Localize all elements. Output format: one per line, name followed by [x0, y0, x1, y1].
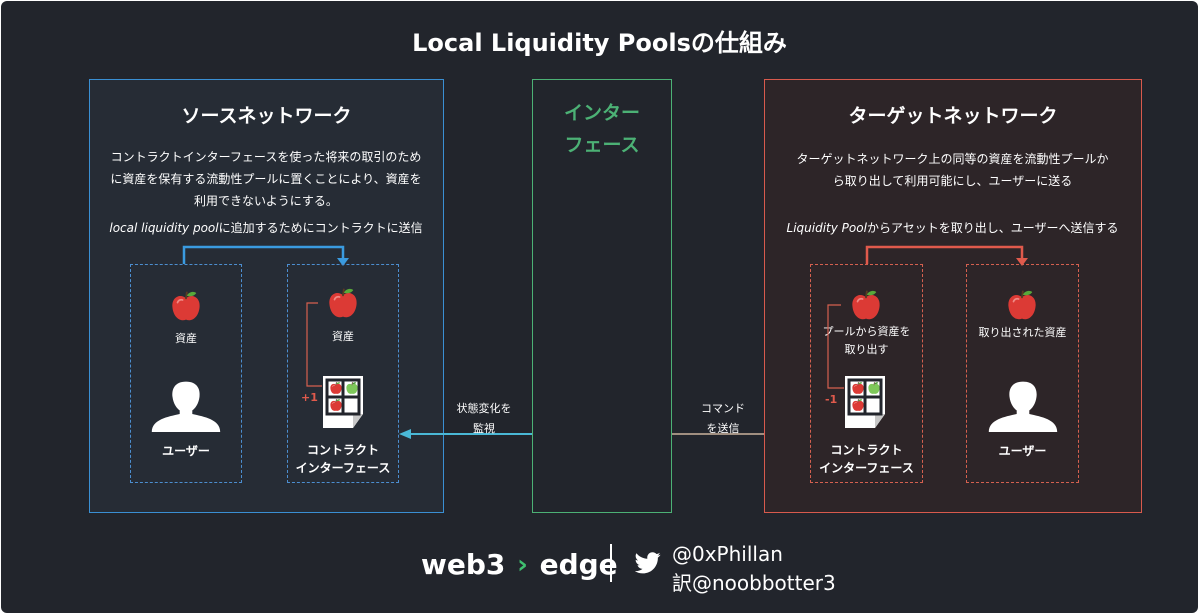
minus-one-badge: -1	[825, 393, 838, 406]
command-label-line: を送信	[706, 422, 740, 435]
interface-title-line: インター	[563, 102, 640, 124]
target-user-box: 取り出された資産 ユーザー	[966, 264, 1079, 483]
user-icon	[987, 375, 1059, 435]
target-desc-line: ターゲットネットワーク上の同等の資産を流動性プールか	[796, 152, 1109, 166]
source-contract-box: 資産 +1 コントラクト インターフェース	[287, 264, 399, 483]
contract-label-line: コントラクト	[830, 443, 903, 457]
target-send-arrow	[865, 245, 1028, 266]
source-user-box: 資産 ユーザー	[130, 264, 242, 483]
target-send-rest: からアセットを取り出し、ユーザーへ送信する	[866, 221, 1119, 235]
contract-interface-label: コントラクト インターフェース	[288, 441, 398, 477]
target-panel-title: ターゲットネットワーク	[848, 105, 1058, 127]
withdraw-connector	[827, 304, 844, 389]
source-panel-title: ソースネットワーク	[181, 105, 352, 127]
footer-divider	[610, 544, 612, 582]
monitor-label-line: 状態変化を	[456, 402, 512, 415]
plus-one-badge: +1	[301, 391, 318, 404]
command-label-line: コマンド	[701, 402, 745, 415]
contract-interface-label: コントラクト インターフェース	[811, 441, 922, 477]
contract-label-line: インターフェース	[295, 461, 391, 475]
taken-asset-label: 取り出された資産	[978, 326, 1067, 339]
apple-icon	[1005, 288, 1039, 322]
target-send-caption: Liquidity Poolからアセットを取り出し、ユーザーへ送信する	[765, 217, 1140, 239]
monitor-label: 状態変化を 監視	[439, 399, 529, 439]
pull-from-pool-label: プールから資産を 取り出す	[811, 323, 922, 359]
source-send-italic: local liquidity pool	[109, 221, 219, 235]
contract-icon	[841, 374, 889, 430]
contract-label-line: インターフェース	[819, 461, 914, 475]
target-send-italic: Liquidity Pool	[786, 221, 867, 235]
brand-right: edge	[539, 548, 618, 581]
source-desc-line: コントラクトインターフェースを使った将来の取引のため	[110, 150, 422, 164]
author-handle: @0xPhillan	[672, 542, 783, 566]
target-desc-line: ら取り出して利用可能にし、ユーザーに送る	[832, 174, 1073, 188]
user-label: ユーザー	[162, 444, 210, 458]
monitor-arrowhead	[399, 429, 411, 439]
chevron-right-icon: ›	[517, 550, 528, 580]
monitor-label-line: 監視	[473, 422, 495, 435]
target-contract-box: プールから資産を 取り出す -1 コントラクト インターフェース	[810, 264, 923, 483]
page-title: Local Liquidity Poolsの仕組み	[412, 29, 787, 57]
source-desc-line: 利用できないようにする。	[194, 194, 338, 208]
target-description: ターゲットネットワーク上の同等の資産を流動性プールか ら取り出して利用可能にし、…	[765, 148, 1140, 192]
apple-icon	[851, 398, 865, 412]
pull-label-line: プールから資産を	[822, 325, 911, 338]
source-desc-line: に資産を保有する流動性プールに置くことにより、資産を	[110, 172, 422, 186]
source-network-panel: ソースネットワーク コントラクトインターフェースを使った将来の取引のため に資産…	[89, 79, 444, 513]
target-network-panel: ターゲットネットワーク ターゲットネットワーク上の同等の資産を流動性プールか ら…	[764, 79, 1142, 513]
command-label: コマンド を送信	[678, 399, 768, 439]
source-send-rest: に追加するためにコントラクトに送信	[218, 221, 423, 235]
translator-handle: 訳@noobbotter3	[672, 571, 836, 595]
source-description: コントラクトインターフェースを使った将来の取引のため に資産を保有する流動性プー…	[90, 146, 442, 212]
apple-icon	[851, 381, 865, 395]
apple-icon	[867, 381, 881, 395]
interface-title: インター フェース	[533, 97, 671, 161]
brand-left: web3	[421, 548, 506, 581]
source-send-arrow	[182, 245, 349, 266]
asset-label: 資産	[175, 332, 197, 345]
user-label: ユーザー	[998, 444, 1047, 458]
twitter-icon	[635, 552, 661, 574]
interface-panel: インター フェース	[532, 79, 672, 513]
contract-label-line: コントラクト	[306, 443, 379, 457]
deposit-connector	[306, 302, 322, 387]
interface-title-line: フェース	[564, 134, 640, 156]
brand-logo: web3 › edge	[421, 548, 618, 581]
contract-asset-label: 資産	[332, 330, 354, 343]
source-send-caption: local liquidity poolに追加するためにコントラクトに送信	[90, 217, 442, 239]
pull-label-line: 取り出す	[844, 343, 889, 356]
